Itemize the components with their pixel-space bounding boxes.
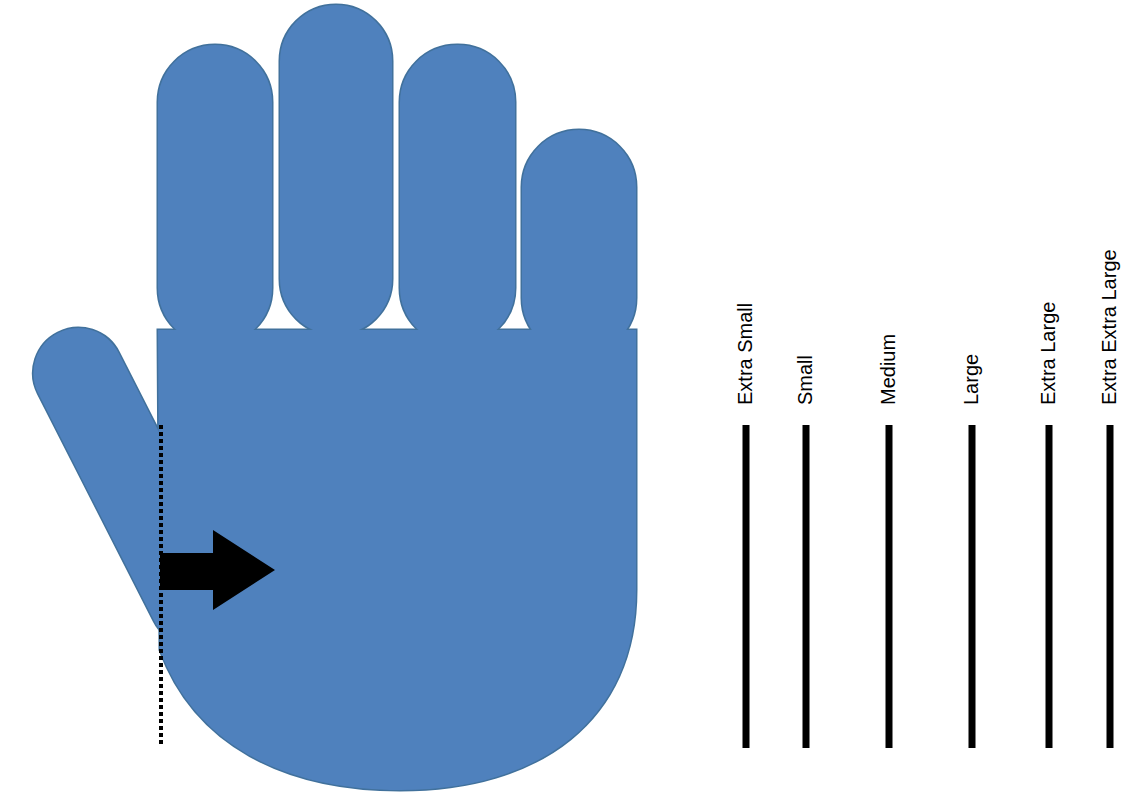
size-bar	[969, 425, 976, 748]
middle-finger	[280, 5, 392, 335]
ring-finger	[400, 45, 515, 345]
size-label: Medium	[876, 334, 900, 405]
middle-finger-fill	[280, 5, 392, 335]
palm	[158, 330, 636, 790]
size-label: Small	[793, 355, 817, 405]
size-label: Extra Large	[1036, 302, 1060, 405]
size-bars	[746, 425, 1110, 748]
hand-fill	[18, 5, 636, 790]
measure-arrow	[160, 530, 275, 610]
size-bar	[803, 425, 810, 748]
hand-outline	[18, 5, 636, 790]
size-bar	[1046, 425, 1053, 748]
size-bar	[886, 425, 893, 748]
size-bar	[1107, 425, 1114, 748]
little-finger	[522, 130, 636, 355]
size-label: Extra Small	[733, 303, 757, 405]
index-finger	[158, 45, 272, 345]
little-finger-fill	[522, 130, 636, 355]
ring-finger-fill	[400, 45, 515, 345]
size-label: Large	[959, 354, 983, 405]
index-finger-fill	[158, 45, 272, 345]
size-label: Extra Extra Large	[1097, 249, 1121, 405]
palm-fill	[158, 330, 636, 790]
size-bar	[743, 425, 750, 748]
